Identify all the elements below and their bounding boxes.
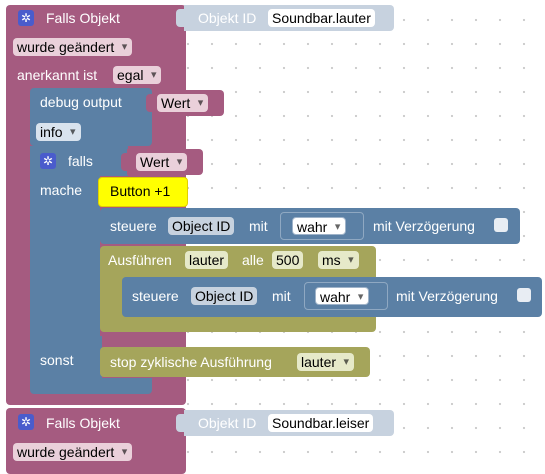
stop-name-dropdown[interactable]: lauter: [297, 353, 355, 371]
interval-unit-dropdown[interactable]: ms: [318, 251, 359, 269]
condition-dropdown[interactable]: Wert: [136, 153, 188, 171]
object-id-value[interactable]: Soundbar.lauter: [268, 9, 375, 27]
gear-icon[interactable]: ✲: [18, 10, 34, 26]
debug-value-dropdown[interactable]: Wert: [157, 94, 209, 112]
else-label: sonst: [40, 352, 74, 368]
interval-name[interactable]: lauter: [185, 251, 229, 269]
event2-title: Falls Objekt: [46, 415, 120, 431]
gear-icon[interactable]: ✲: [40, 153, 56, 169]
gear-icon[interactable]: ✲: [18, 414, 34, 430]
object-id-2-label: Objekt ID: [198, 415, 257, 431]
control2-object[interactable]: Object ID: [191, 287, 258, 305]
debug-level-dropdown[interactable]: info: [36, 123, 81, 141]
trigger-2-dropdown[interactable]: wurde geändert: [13, 443, 133, 461]
if-block-else-bar: [30, 336, 102, 382]
debug-value-connector: [146, 94, 154, 112]
control1-delay-label: mit Verzögerung: [373, 218, 475, 234]
control2-delay-checkbox[interactable]: [517, 288, 531, 302]
interval-every: alle: [242, 252, 264, 268]
comment-text: Button +1: [110, 183, 171, 199]
object-id-2-value[interactable]: Soundbar.leiser: [268, 414, 374, 432]
interval-label: Ausführen: [108, 252, 172, 268]
comment-block[interactable]: [98, 177, 188, 207]
stop-label: stop zyklische Ausführung: [110, 354, 272, 370]
object-id-2-connector: [176, 414, 184, 432]
control2-label: steuere: [132, 288, 179, 304]
trigger-dropdown[interactable]: wurde geändert: [13, 38, 133, 56]
object-id-label: Objekt ID: [198, 10, 257, 26]
ack-label: anerkannt ist: [17, 67, 98, 83]
control2-value-outline: [304, 282, 388, 310]
control1-object[interactable]: Object ID: [168, 217, 235, 235]
object-id-connector: [176, 9, 184, 27]
ack-dropdown[interactable]: egal: [113, 66, 162, 84]
condition-connector: [121, 153, 129, 171]
if-block-bottom: [30, 378, 152, 394]
control2-value-dropdown[interactable]: wahr: [315, 287, 370, 306]
if-label: falls: [68, 153, 93, 169]
control2-with: mit: [272, 288, 291, 304]
then-label: mache: [40, 182, 83, 198]
event-block-soundbar-leiser[interactable]: [6, 408, 186, 474]
control1-value-outline: [280, 212, 364, 240]
interval-amount[interactable]: 500: [272, 251, 304, 269]
control1-delay-checkbox[interactable]: [494, 218, 508, 232]
control1-label: steuere: [110, 218, 157, 234]
control1-with: mit: [249, 218, 268, 234]
control2-delay-label: mit Verzögerung: [396, 288, 498, 304]
debug-output-label: debug output: [40, 94, 122, 110]
control1-value-dropdown[interactable]: wahr: [292, 217, 347, 236]
event-title: Falls Objekt: [46, 10, 120, 26]
